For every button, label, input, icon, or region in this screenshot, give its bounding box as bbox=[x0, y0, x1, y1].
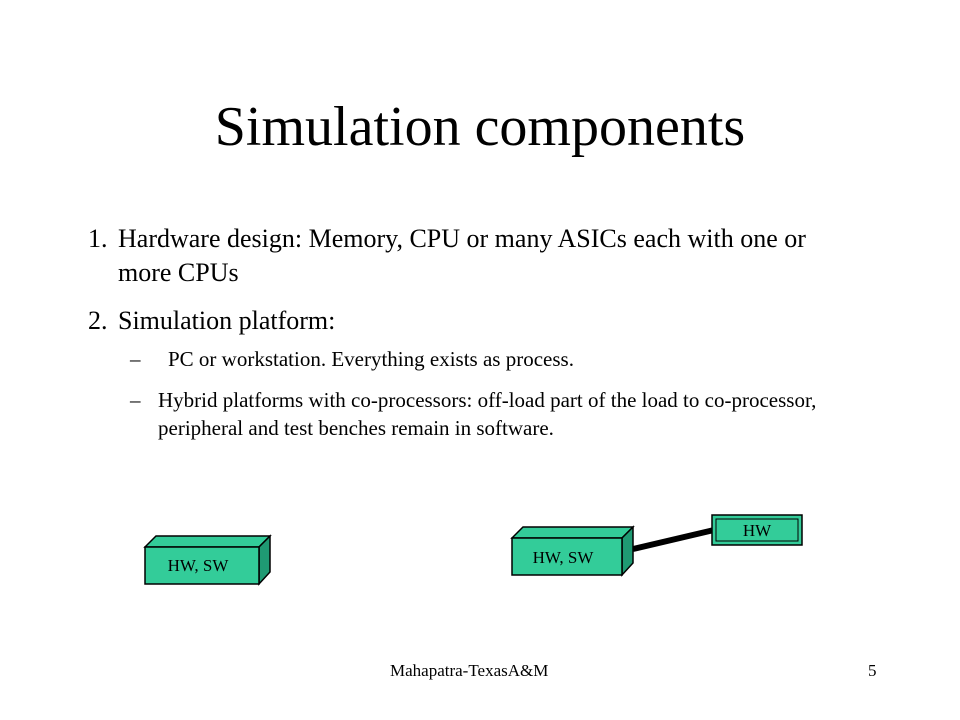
box-hw: HW bbox=[711, 514, 803, 546]
box-hw-sw-right: HW, SW bbox=[510, 525, 635, 577]
sub-item-text: Hybrid platforms with co-processors: off… bbox=[158, 388, 817, 440]
page-number: 5 bbox=[868, 661, 877, 680]
box-hw-sw-left: HW, SW bbox=[143, 534, 272, 586]
sub-item-dash: – bbox=[130, 388, 141, 412]
list-item-number: 2. bbox=[88, 306, 108, 335]
box-label: HW, SW bbox=[168, 556, 230, 575]
list-item-text: Hardware design: Memory, CPU or many ASI… bbox=[118, 224, 806, 287]
sub-item-dash: – bbox=[130, 347, 141, 371]
connection-line bbox=[632, 527, 715, 552]
slide-title: Simulation components bbox=[214, 96, 746, 158]
list-item-number: 1. bbox=[88, 224, 108, 253]
footer-author: Mahapatra-TexasA&M bbox=[390, 661, 549, 680]
sub-item-text: PC or workstation. Everything exists as … bbox=[168, 347, 574, 371]
box-label: HW, SW bbox=[533, 548, 595, 567]
box-label: HW bbox=[743, 521, 772, 540]
list-item-text: Simulation platform: bbox=[118, 306, 336, 335]
